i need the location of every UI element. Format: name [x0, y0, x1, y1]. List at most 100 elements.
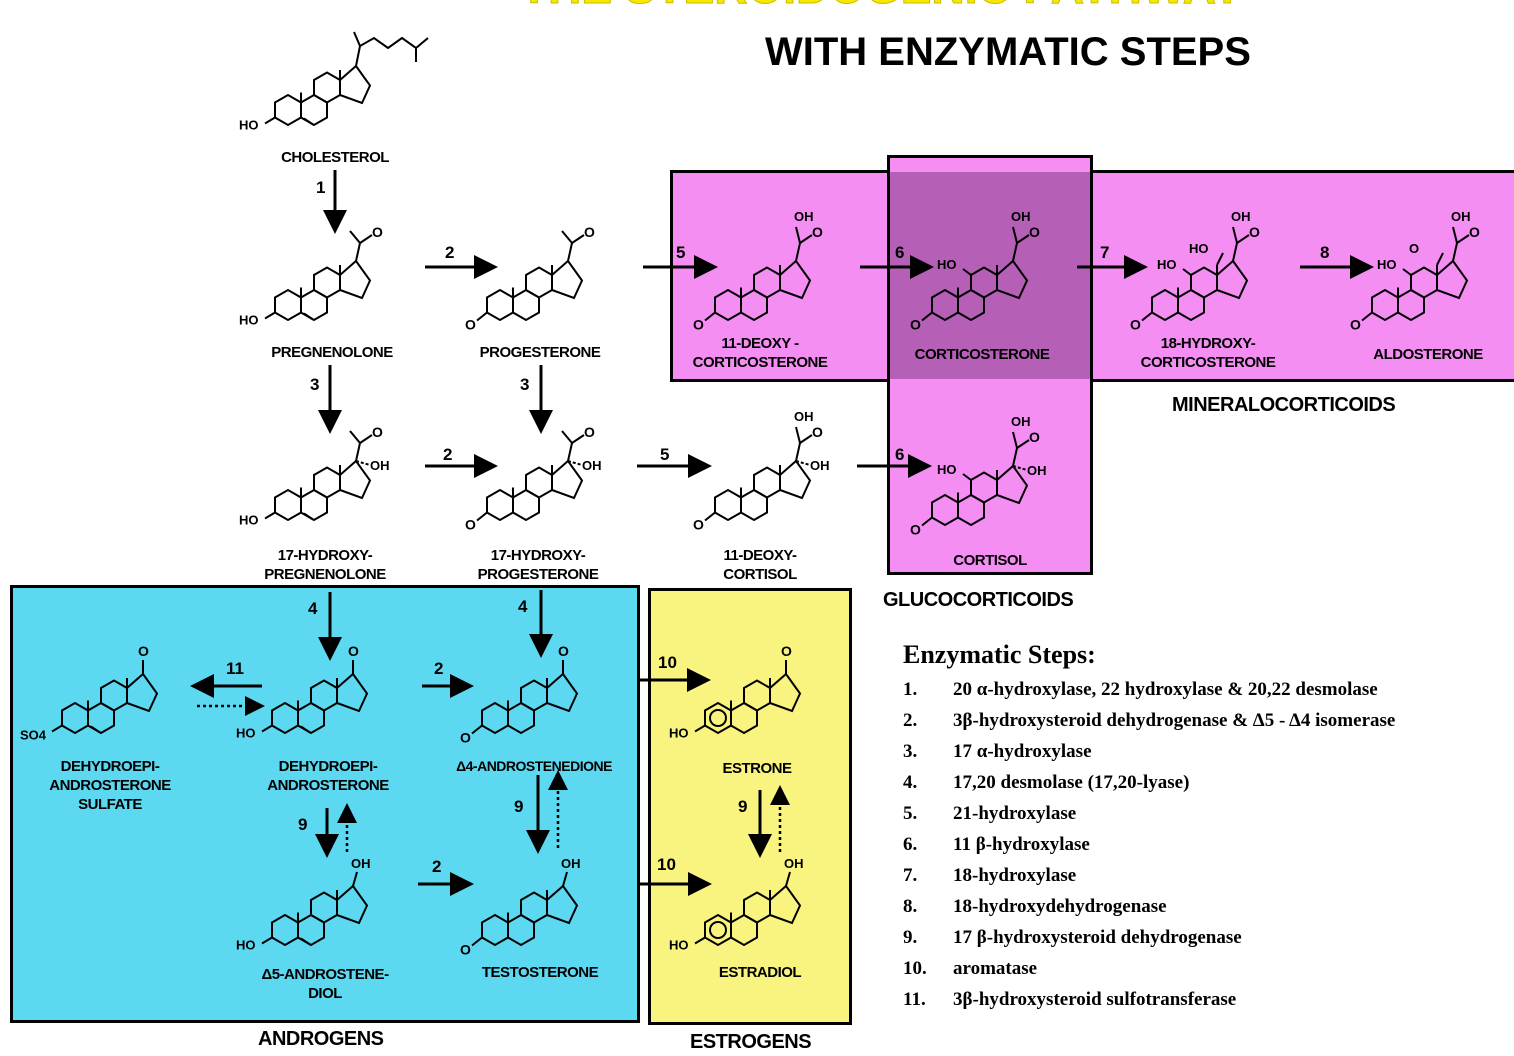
mol-dheas-bond-3: [51, 724, 63, 733]
mol-hydroxycorticosterone-bond-11: [1182, 268, 1192, 276]
mol-hydroxycorticosterone-oh-21: OH: [1231, 209, 1251, 224]
mol-androstenedione-oxo-17: O: [558, 643, 569, 659]
step-number-2a: 2: [445, 243, 454, 262]
step-number-9b: 9: [514, 797, 523, 816]
legend-item-number: 5.: [903, 803, 918, 824]
mol-corticosterone-oxo-3: O: [910, 317, 921, 333]
mol-androstenedione-ring-c: [520, 679, 548, 712]
mol-corticosterone-bond-17: [1012, 242, 1018, 262]
step-number-2c: 2: [434, 659, 443, 678]
legend-item: 3.17 α-hydroxylase: [903, 736, 1514, 767]
mol-aldosterone-oxo-20: O: [1469, 224, 1480, 240]
mol-testosterone-oh-17: OH: [561, 856, 581, 871]
mol-cortisol-oxo-3: O: [910, 522, 921, 538]
estrogen-box: [648, 588, 852, 1025]
mol-cortisol-oh-21: OH: [1011, 414, 1031, 429]
legend-item: 1.20 α-hydroxylase, 22 hydroxylase & 20,…: [903, 674, 1514, 705]
mol-hydroxycorticosterone-bond-18: [1216, 252, 1224, 266]
mol-deoxycorticosterone-bond-3: [704, 311, 716, 322]
legend-list: 1.20 α-hydroxylase, 22 hydroxylase & 20,…: [903, 674, 1514, 1015]
mol-aldosterone-ring-d: [1436, 259, 1469, 300]
mol-cholesterol-side-chain: [355, 36, 429, 67]
mol-corticosterone-ring-a: [931, 288, 959, 322]
mol-cholesterol-methyl-21: [353, 31, 361, 47]
mol-estradiol-ring-a: [704, 913, 732, 947]
mol-estradiol-aromatic: [709, 921, 727, 939]
mol-androstenediol-ho-3: HO: [236, 938, 256, 953]
mol-pregnenolone-ring-c: [313, 266, 341, 299]
mol-hydroxycorticosterone-ring-a: [1151, 288, 1179, 322]
group-label-mineralocorticoids: MINERALOCORTICOIDS: [1172, 394, 1396, 416]
mol-pregnenolone-oxo-20: O: [372, 224, 383, 240]
mol-hydroxycorticosterone-bond-17: [1232, 242, 1238, 262]
legend-item-number: 9.: [903, 927, 918, 948]
mol-deoxycortisol-oxo-3: O: [693, 517, 704, 533]
label-dheas: DEHYDROEPI- ANDROSTERONE SULFATE: [49, 757, 171, 814]
mol-corticosterone-bond-21: [1012, 226, 1018, 244]
mol-aldosterone-ring-c: [1410, 266, 1438, 299]
mol-aldosterone-bond-3: [1361, 311, 1373, 322]
mol-cortisol-bond-11: [962, 473, 972, 481]
legend-item-number: 8.: [903, 896, 918, 917]
mol-deoxycortisol-bond-17: [795, 442, 801, 462]
mol-testosterone-ring-d: [546, 884, 579, 925]
mol-estrone-ring-a: [704, 701, 732, 735]
mol-hydroxyprogesterone-oh-17a: OH: [582, 458, 602, 473]
mol-dhea-ring-a: [271, 701, 299, 735]
label-corticosterone: CORTICOSTERONE: [914, 346, 1050, 363]
mol-androstenediol-ring-c: [310, 891, 338, 924]
mol-dhea-ring-c: [310, 679, 338, 712]
enzymatic-steps-legend: Enzymatic Steps: 1.20 α-hydroxylase, 22 …: [903, 640, 1514, 1015]
mol-deoxycorticosterone-oh-21: OH: [794, 209, 814, 224]
label-hydroxyprogesterone: 17-HYDROXY- PROGESTERONE: [478, 546, 599, 584]
mol-hydroxypregnenolone-bond-3: [264, 511, 276, 520]
mol-deoxycortisol-bond-20: [799, 434, 813, 444]
label-dhea-line2: ANDROSTERONE: [267, 777, 389, 794]
page-subtitle: WITH ENZYMATIC STEPS: [765, 30, 1251, 74]
mol-cholesterol-ho-3: HO: [239, 118, 259, 133]
mol-hydroxycorticosterone-ring-d: [1216, 259, 1249, 300]
label-hydroxyprogesterone-line1: 17-HYDROXY-: [490, 547, 586, 564]
legend-heading: Enzymatic Steps:: [903, 640, 1096, 669]
mol-hydroxyprogesterone-oxo-20: O: [584, 424, 595, 440]
mol-cholesterol-ring-c: [313, 71, 341, 104]
step-number-11: 11: [226, 659, 244, 678]
label-dheas-line2: ANDROSTERONE: [49, 777, 171, 794]
mol-estrone-oxo-17: O: [781, 643, 792, 659]
mol-aldosterone-ho-11: HO: [1377, 257, 1397, 272]
label-androstenediol-line2: DIOL: [308, 985, 342, 1002]
mol-hydroxyprogesterone-oxo-3: O: [465, 517, 476, 533]
mol-corticosterone-ring-c: [970, 266, 998, 299]
mol-pregnenolone-ring-a: [274, 288, 302, 322]
mol-hydroxycorticosterone-bond-3: [1141, 311, 1153, 322]
step-number-5a: 5: [676, 243, 685, 262]
label-dhea-line1: DEHYDROEPI-: [278, 758, 378, 775]
mol-cortisol-bond-20: [1016, 439, 1030, 449]
mol-dhea-bond-3: [261, 724, 273, 733]
mol-cortisol-oh-17a: OH: [1027, 463, 1047, 478]
step-number-9c: 9: [738, 797, 747, 816]
step-number-5b: 5: [660, 445, 669, 464]
label-pregnenolone: PREGNENOLONE: [271, 344, 393, 361]
mol-hydroxycorticosterone-oxo-20: O: [1249, 224, 1260, 240]
label-dhea: DEHYDROEPI- ANDROSTERONE: [267, 757, 389, 795]
mol-deoxycortisol-ring-c: [753, 466, 781, 499]
mol-androstenediol-bond-3: [261, 936, 273, 945]
label-hydroxycorticosterone-line2: CORTICOSTERONE: [1140, 354, 1276, 371]
legend-item: 7.18-hydroxylase: [903, 860, 1514, 891]
mol-hydroxycorticosterone-bond-21: [1232, 226, 1238, 244]
mol-hydroxypregnenolone-bond-17: [355, 442, 361, 462]
group-label-estrogens: ESTROGENS: [690, 1031, 812, 1053]
mol-cholesterol-double-bond: [303, 117, 314, 126]
mol-hydroxypregnenolone-ring-d: [339, 459, 372, 500]
mol-cortisol-ring-a: [931, 493, 959, 527]
label-deoxycorticosterone-line1: 11-DEOXY -: [721, 335, 799, 352]
step-number-4b: 4: [518, 597, 528, 616]
mol-androstenediol-oh-17: OH: [351, 856, 371, 871]
group-label-glucocorticoids: GLUCOCORTICOIDS: [883, 589, 1074, 611]
label-estradiol: ESTRADIOL: [718, 964, 802, 981]
mol-cholesterol-bond-3: [264, 116, 276, 125]
mol-estradiol-bond-3: [694, 936, 706, 945]
mol-pregnenolone-bond-20: [359, 234, 373, 244]
mol-estradiol-ring-d: [769, 884, 802, 925]
